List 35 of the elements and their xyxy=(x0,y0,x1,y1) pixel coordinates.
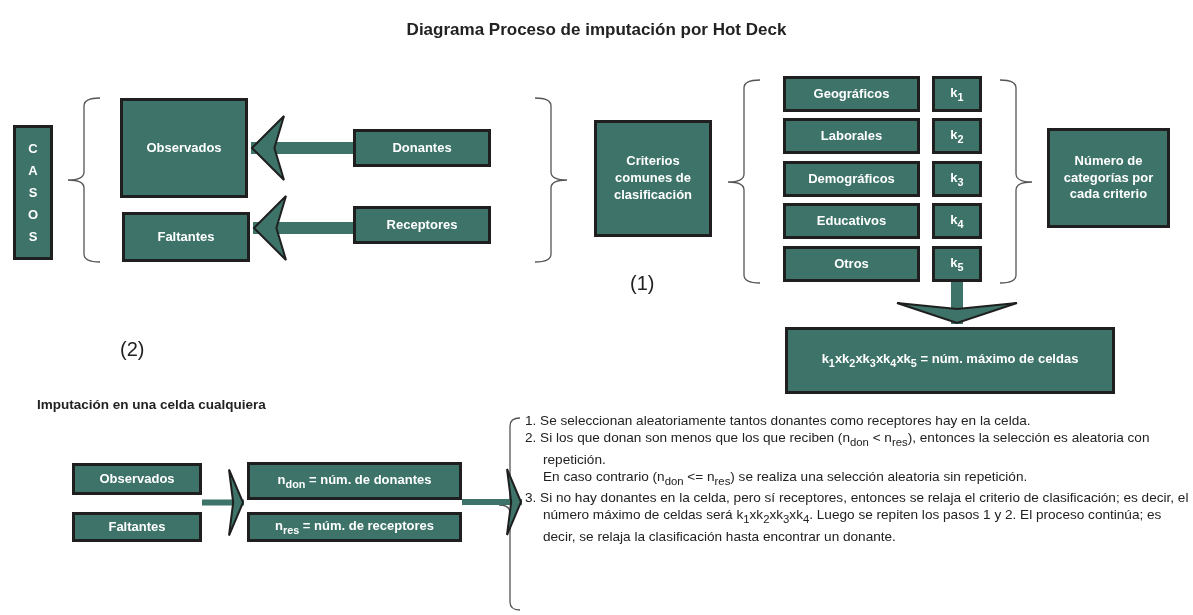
category-box: Criterios comunes de clasificación xyxy=(594,120,712,237)
list-item: 2. Si los que donan son menos que los que reciben (n$_{don}$ < n$_{res}$), entonces la selección es aleatoria con repetición. xyxy=(525,429,1151,468)
list-item: En caso contrario (n$_{don}$ <= n$_{res}$) se realiza una selección aleatoria sin repetición. xyxy=(542,467,1029,489)
list-item: 3. Si no hay donantes en la celda, pero sí receptores, entonces se relaja el criterio de clasificación; es decir, el número máximo de celdas será k$_{1}$xk$_{2}$xk$_{3}$xk$_{4}$. Luego se repiten los pasos 1 y 2. El proceso continúa; es decir, se relaja la clasificación hasta encontrar un donante. xyxy=(525,489,1190,546)
category-box: k$_{3}$ xyxy=(932,161,982,197)
category-box: Geográficos xyxy=(783,76,920,112)
category-box: Observados xyxy=(120,98,248,198)
category-box: CASOS xyxy=(13,125,53,260)
diagram-title: Diagrama Proceso de imputación por Hot Deck xyxy=(405,20,788,40)
category-box: Demográficos xyxy=(783,161,920,197)
block-arrow xyxy=(251,115,353,181)
category-box: Otros xyxy=(783,246,920,282)
chevron-arrow xyxy=(202,468,244,537)
category-box: Observados xyxy=(72,463,202,495)
chevron-arrow xyxy=(462,468,522,536)
step-number: (1) xyxy=(630,272,655,295)
category-box: k$_{4}$ xyxy=(932,203,982,239)
category-box: Número de categorías por cada criterio xyxy=(1047,128,1170,228)
step-number: (2) xyxy=(120,338,145,361)
category-box: k$_{2}$ xyxy=(932,118,982,154)
category-box: n$_{res}$ = núm. de receptores xyxy=(247,512,462,542)
category-box: k$_{1}$xk$_{2}$xk$_{3}$xk$_{4}$xk$_{5}$ = núm. máximo de celdas xyxy=(785,327,1115,394)
block-arrow xyxy=(253,195,353,261)
category-box: Educativos xyxy=(783,203,920,239)
block-arrow xyxy=(896,282,1018,324)
section-heading: Imputación en una celda cualquiera xyxy=(37,397,266,412)
category-box: Faltantes xyxy=(72,512,202,542)
category-box: k$_{1}$ xyxy=(932,76,982,112)
category-box: k$_{5}$ xyxy=(932,246,982,282)
category-box: n$_{don}$ = núm. de donantes xyxy=(247,462,462,500)
category-box: Donantes xyxy=(353,129,491,167)
category-box: Faltantes xyxy=(122,212,250,262)
list-item: 1. Se seleccionan aleatoriamente tantos donantes como receptores hay en la celda. xyxy=(525,412,1032,429)
category-box: Laborales xyxy=(783,118,920,154)
category-box: Receptores xyxy=(353,206,491,244)
